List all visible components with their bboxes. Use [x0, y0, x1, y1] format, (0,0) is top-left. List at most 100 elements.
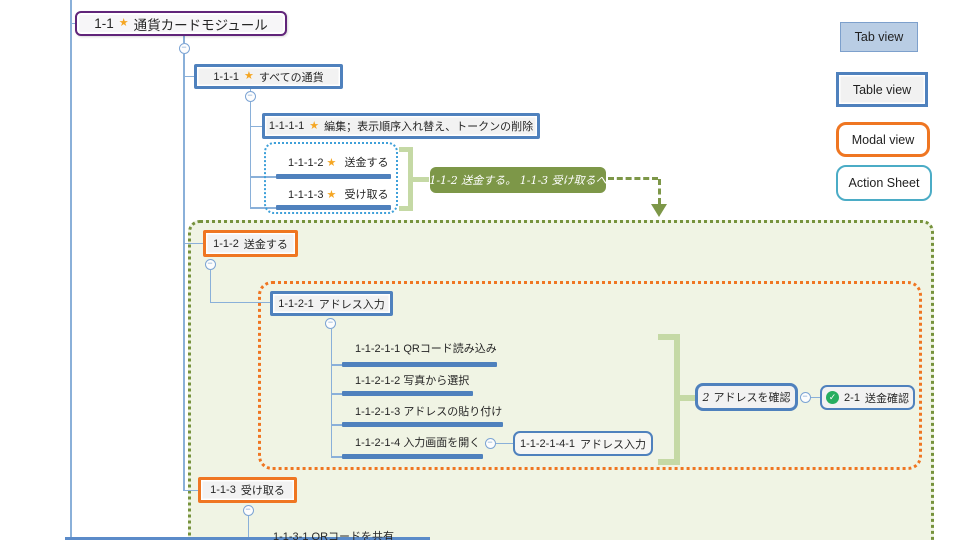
summary-bracket: [413, 176, 429, 182]
node-address-input-sub[interactable]: 1-1-2-1-4-1 アドレス入力: [513, 431, 653, 456]
topic-underline: [276, 174, 391, 179]
connector: [183, 489, 199, 491]
node-label: アドレス入力: [580, 438, 647, 451]
node-all-currencies[interactable]: 1-1-1 ★ すべての通貨: [194, 64, 343, 89]
legend-label: Action Sheet: [848, 176, 920, 190]
summary-bracket: [680, 394, 695, 401]
collapse-toggle[interactable]: −: [178, 42, 190, 54]
node-currency-card-module[interactable]: 1-1 ★ 通貨カードモジュール: [75, 11, 287, 36]
node-send-confirm[interactable]: ✓ 2-1 送金確認: [820, 385, 915, 410]
legend-tab-view[interactable]: Tab view: [840, 22, 918, 52]
node-label: 受け取る: [240, 485, 285, 497]
summary-bracket: [658, 334, 674, 340]
collapse-toggle[interactable]: −: [799, 391, 811, 403]
node-number: 1-1-2: [213, 237, 239, 250]
group-send-receive-dashed: [264, 142, 398, 214]
node-number: 1-1-1-1: [268, 120, 305, 132]
topic-underline: [342, 362, 497, 367]
collapse-toggle[interactable]: −: [244, 90, 256, 102]
node-edit-reorder-delete[interactable]: 1-1-1-1 ★ 編集；表示順序入れ替え、トークンの削除: [262, 113, 540, 139]
node-label: アドレスを確認: [713, 392, 791, 404]
node-qr-scan[interactable]: 1-1-2-1-1 QRコード読み込み: [355, 340, 497, 356]
topic-underline: [65, 537, 430, 540]
node-label: アドレスの貼り付け: [403, 406, 503, 418]
legend-table-view[interactable]: Table view: [836, 72, 928, 107]
node-send-money[interactable]: 1-1-2 送金する: [203, 230, 298, 257]
group-region-modal-send: [258, 281, 922, 470]
connector: [810, 396, 821, 398]
collapse-toggle[interactable]: −: [484, 437, 496, 449]
connector: [209, 301, 271, 303]
callout-goto-send-receive[interactable]: 1-1-2 送金する。 1-1-3 受け取るへ: [429, 167, 607, 193]
connector: [247, 516, 249, 540]
node-number: 1-1-2-1: [278, 297, 314, 310]
connector: [70, 22, 77, 24]
node-number: 1-1-1: [213, 70, 239, 83]
node-confirm-address[interactable]: 2 アドレスを確認: [695, 383, 798, 411]
node-open-input-screen[interactable]: 1-1-2-1-4 入力画面を開く: [355, 434, 480, 450]
legend-label: Tab view: [854, 30, 904, 44]
node-label: すべての通貨: [258, 71, 324, 84]
connector: [183, 75, 195, 77]
node-label: 通貨カードモジュール: [133, 17, 268, 33]
collapse-toggle[interactable]: −: [242, 504, 254, 516]
node-label: 写真から選択: [403, 375, 470, 387]
connector: [183, 36, 185, 43]
connector: [330, 456, 343, 458]
collapse-toggle[interactable]: −: [325, 317, 336, 329]
arrow-down-icon: [651, 204, 667, 217]
star-icon: ★: [244, 70, 254, 82]
node-number: 1-1: [94, 16, 114, 31]
summary-bracket: [399, 206, 408, 211]
node-choose-photo[interactable]: 1-1-2-1-2 写真から選択: [355, 372, 469, 388]
topic-underline: [276, 205, 391, 210]
node-label: 受け取る: [344, 189, 389, 201]
relationship-arrow-line: [608, 177, 658, 180]
connector: [183, 242, 204, 244]
node-number: 1-1-2-1-4-1: [519, 437, 576, 450]
node-share-qr[interactable]: 1-1-3-1 QRコードを共有: [273, 528, 394, 540]
collapse-toggle[interactable]: −: [204, 258, 216, 270]
connector: [183, 54, 185, 491]
legend-action-sheet[interactable]: Action Sheet: [836, 165, 932, 201]
node-send-line[interactable]: 1-1-1-2 ★ 送金する: [288, 154, 388, 170]
node-receive[interactable]: 1-1-3 受け取る: [198, 477, 297, 503]
node-number: 2-1: [844, 391, 860, 404]
topic-underline: [342, 391, 473, 396]
connector: [330, 364, 343, 366]
connector: [249, 102, 251, 208]
connector: [330, 393, 343, 395]
node-label: 送金する: [243, 238, 288, 251]
legend-modal-view[interactable]: Modal view: [836, 122, 930, 157]
node-receive-line[interactable]: 1-1-1-3 ★ 受け取る: [288, 186, 388, 202]
legend-label: Modal view: [851, 132, 915, 147]
callout-text: 1-1-2 送金する。 1-1-3 受け取るへ: [429, 174, 607, 187]
node-label: アドレス入力: [318, 298, 385, 311]
node-number: 1-1-1-2: [288, 157, 324, 169]
topic-underline: [342, 454, 483, 459]
check-icon: ✓: [826, 391, 840, 404]
node-number: 1-1-2-1-4: [355, 437, 401, 449]
node-number: 1-1-2-1-3: [355, 406, 401, 418]
node-label: 送金する: [344, 157, 389, 169]
relationship-arrow-line: [657, 179, 661, 204]
connector: [330, 424, 343, 426]
node-paste-address[interactable]: 1-1-2-1-3 アドレスの貼り付け: [355, 403, 502, 419]
node-label: 編集；表示順序入れ替え、トークンの削除: [324, 121, 534, 133]
node-number: 1-1-2-1-2: [355, 375, 401, 387]
node-address-input[interactable]: 1-1-2-1 アドレス入力: [270, 291, 393, 316]
connector: [250, 207, 277, 209]
connector: [209, 270, 211, 303]
node-number: 2: [702, 390, 710, 404]
legend-label: Table view: [852, 82, 912, 97]
node-number: 1-1-2-1-1: [355, 343, 401, 355]
star-icon: ★: [326, 157, 337, 169]
star-icon: ★: [309, 119, 320, 132]
connector-trunk: [70, 0, 72, 540]
summary-bracket: [399, 147, 408, 152]
node-label: 送金確認: [864, 392, 909, 405]
group-region-send-receive: [188, 220, 934, 540]
connector: [249, 89, 251, 91]
node-number: 1-1-3-1: [273, 531, 309, 540]
